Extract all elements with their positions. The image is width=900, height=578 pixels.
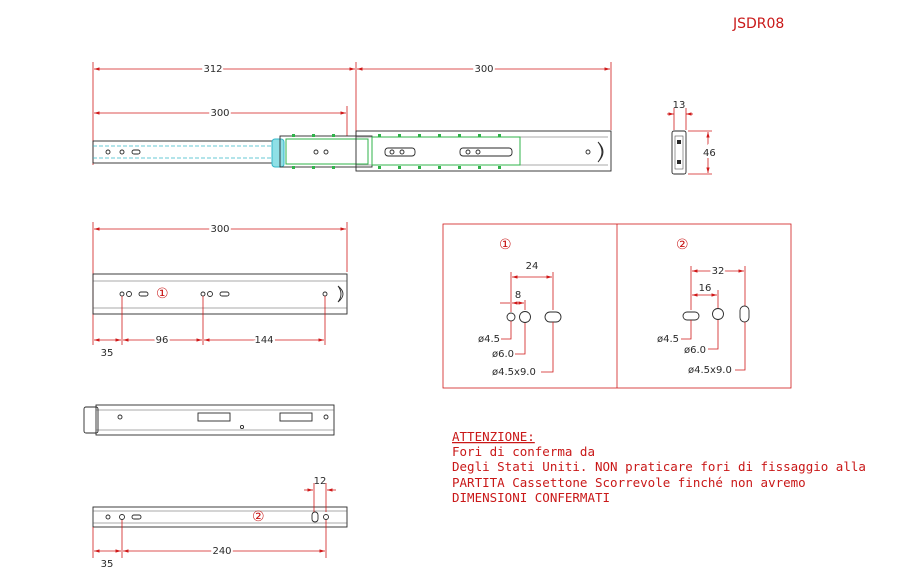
- panel-1-label-large: ø6.0: [492, 349, 514, 360]
- dim-12-label: 12: [314, 476, 327, 487]
- hole-panel-1: ① 24 8 ø4.5 ø6.0 ø4.5x9.0: [478, 237, 562, 378]
- dim-144-label: 144: [254, 335, 273, 346]
- panel-1-dim-outer: 24: [526, 261, 539, 272]
- panel-1-label-slot: ø4.5x9.0: [492, 367, 536, 378]
- attention-note: ATTENZIONE: Fori di conferma da Degli St…: [452, 429, 866, 505]
- ball-cage: [285, 138, 369, 165]
- note-line-4: DIMENSIONI CONFERMATI: [452, 490, 610, 505]
- pattern-1-marker: ①: [156, 286, 169, 302]
- rail-body-1: [92, 273, 348, 315]
- panel-1-dim-inner: 8: [515, 290, 521, 301]
- drawing-code: JSDR08: [732, 16, 784, 32]
- dim-300-mid-label: 300: [210, 224, 229, 235]
- release-lever: [271, 138, 285, 168]
- dim-300-right-label: 300: [474, 64, 493, 75]
- rail-body-3: [95, 404, 335, 436]
- panel-2-dim-outer: 32: [712, 266, 725, 277]
- dim-46-label: 46: [703, 148, 716, 159]
- inner-member: [92, 140, 284, 164]
- hole-panel-2: ② 32 16 ø4.5 ø6.0 ø4.5x9.0: [657, 237, 750, 376]
- hole-detail-box: ① 24 8 ø4.5 ø6.0 ø4.5x9.0 ② 32: [442, 223, 792, 389]
- panel-2-label-small: ø4.5: [657, 334, 679, 345]
- note-line-3: PARTITA Cassettone Scorrevole finché non…: [452, 475, 806, 490]
- panel-2-dim-inner: 16: [699, 283, 712, 294]
- dim-300-inner-label: 300: [210, 108, 229, 119]
- profile-section: [671, 130, 687, 175]
- side-profile-view: 13 46: [667, 100, 718, 175]
- top-view: 312 300 300: [92, 62, 612, 172]
- outer-ball-cage: [371, 136, 521, 166]
- rail-body-2: [92, 506, 348, 528]
- outer-member: [355, 130, 612, 172]
- dim-96-label: 96: [156, 335, 169, 346]
- bottom-view: ② 12 35 240: [92, 476, 348, 570]
- panel-2-marker: ②: [676, 237, 689, 253]
- note-line-2: Degli Stati Uniti. NON praticare fori di…: [452, 459, 866, 474]
- dim-35-label: 35: [101, 348, 114, 359]
- panel-1-marker: ①: [499, 237, 512, 253]
- dim-13-label: 13: [673, 100, 686, 111]
- ball-marks: [292, 134, 501, 169]
- panel-2-label-large: ø6.0: [684, 345, 706, 356]
- panel-1-label-small: ø4.5: [478, 334, 500, 345]
- note-line-1: Fori di conferma da: [452, 444, 595, 459]
- rear-view: [83, 404, 335, 436]
- intermediate-member: [279, 135, 373, 168]
- dim-240-label: 240: [212, 546, 231, 557]
- panel-2-label-slot: ø4.5x9.0: [688, 365, 732, 376]
- pattern-2-marker: ②: [252, 509, 265, 525]
- note-title: ATTENZIONE:: [452, 429, 535, 444]
- dim-312-label: 312: [203, 64, 222, 75]
- middle-view: 300 ① 35 96 144: [92, 222, 348, 359]
- dim-35-bottom-label: 35: [101, 559, 114, 570]
